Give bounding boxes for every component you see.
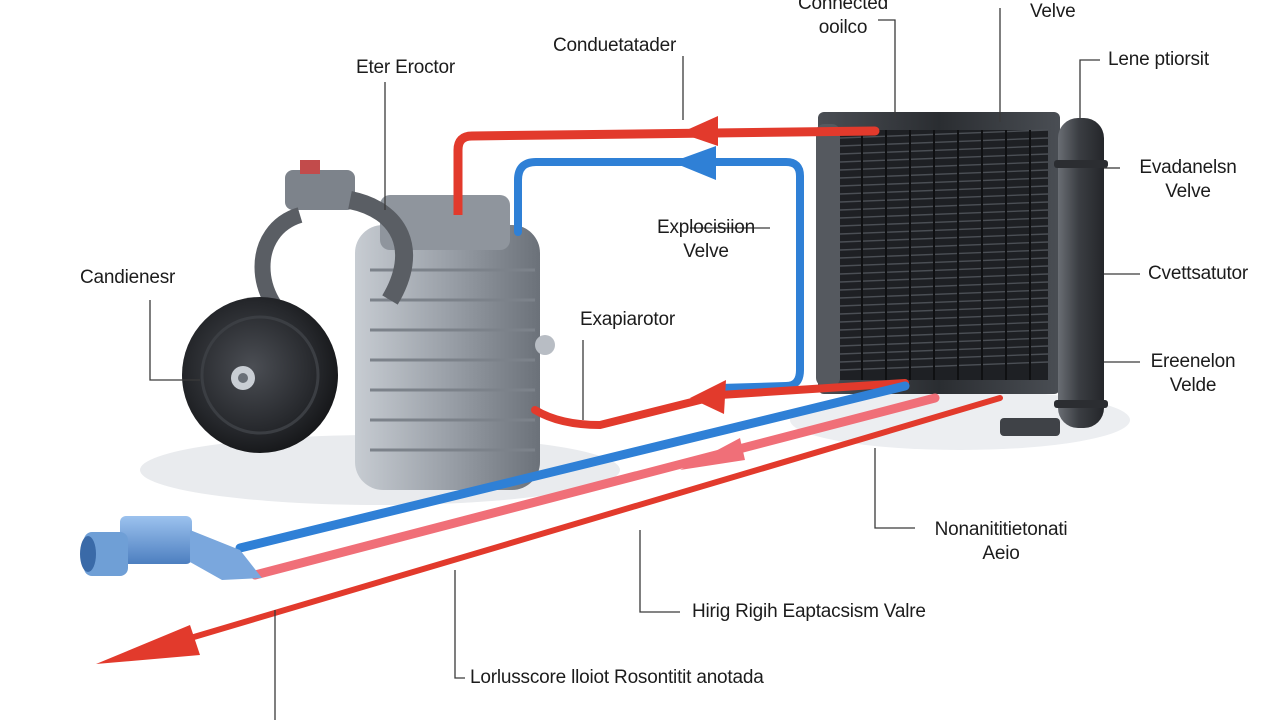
flow-arrow-icon [680, 438, 745, 470]
compressor-head [380, 195, 510, 250]
pulley [182, 297, 338, 453]
label-line: Exapiarotor [580, 309, 675, 330]
compressor-port [285, 170, 355, 210]
label-evaporation-valve: Evadanelsn Velve [1118, 156, 1258, 204]
flow-arrow-icon [690, 380, 726, 414]
service-port-fitting [80, 516, 262, 580]
flow-arrow-icon [680, 116, 718, 146]
label-line: Lene ptiorsit [1108, 49, 1209, 70]
label-line: Cvettsatutor [1148, 263, 1249, 284]
compressor-port [300, 160, 320, 174]
pulley-ring [200, 315, 320, 435]
label-expansion-valve-right: Ereenelon Velde [1128, 350, 1258, 398]
tank-band [1054, 160, 1108, 168]
left-side-tank [816, 124, 840, 386]
label-expansion-valve-mid: Explocisiion Velve [636, 216, 776, 264]
condenser-fins [839, 129, 1049, 371]
label-line: Velve [1030, 1, 1076, 22]
low-pressure-line [235, 381, 910, 553]
label-line: Candienesr [80, 267, 176, 288]
label-line: Ereenelon [1150, 351, 1236, 372]
label-line: Evadanelsn [1139, 157, 1237, 178]
label-line: Lorlusscore lloiot Rosontitit anotada [470, 667, 764, 688]
flow-arrow-icon [96, 625, 200, 664]
label-connected-top: Connected ooilco [768, 0, 918, 40]
compressor-boss [535, 335, 555, 355]
label-condenser-top: Conduetatader [553, 34, 676, 58]
tank-band [1054, 400, 1108, 408]
label-low-pressure: Lorlusscore lloiot Rosontitit anotada [470, 666, 764, 690]
label-line: Velve [1165, 181, 1211, 202]
label-high-expansion-valve: Hirig Rigih Eaptacsism Valre [692, 600, 926, 624]
label-line: Velde [1169, 375, 1217, 396]
label-evaporator-mid: Exapiarotor [580, 308, 675, 332]
flow-arrow-icon [672, 146, 716, 180]
cold-suction-line [514, 158, 804, 392]
compressor [182, 160, 555, 490]
label-line-pressure: Lene ptiorsit [1108, 48, 1209, 72]
label-line: Aeio [982, 543, 1020, 564]
condenser-tubes [861, 130, 1031, 380]
label-valve-top: Velve [1030, 0, 1076, 24]
pulley-hub-bolt [238, 373, 248, 383]
condenser [816, 112, 1108, 436]
label-line: Connected [797, 0, 889, 14]
compressor-hose [347, 191, 414, 305]
label-evaporator-top: Eter Eroctor [356, 56, 455, 80]
label-line: Conduetatader [553, 35, 677, 56]
label-line: ooilco [818, 17, 868, 38]
label-line: Explocisiion [657, 217, 755, 238]
label-condenser-left: Candienesr [80, 266, 175, 290]
label-line: Eter Eroctor [356, 57, 455, 78]
label-line: Nonanititietonati [934, 519, 1068, 540]
hot-discharge-line [453, 126, 880, 200]
label-line: Velve [683, 241, 729, 262]
condenser-bracket [1000, 418, 1060, 436]
leader-lines [149, 8, 1140, 720]
receiver-drier-tank [1058, 118, 1104, 428]
liquid-line [531, 379, 909, 430]
main-refrigerant-line [147, 395, 1003, 653]
label-condenser-right: Cvettsatutor [1148, 262, 1248, 286]
label-non-bottom: Nonanititietonati Aeio [916, 518, 1086, 566]
high-pressure-line [250, 393, 940, 580]
label-line: Hirig Rigih Eaptacsism Valre [692, 601, 926, 622]
